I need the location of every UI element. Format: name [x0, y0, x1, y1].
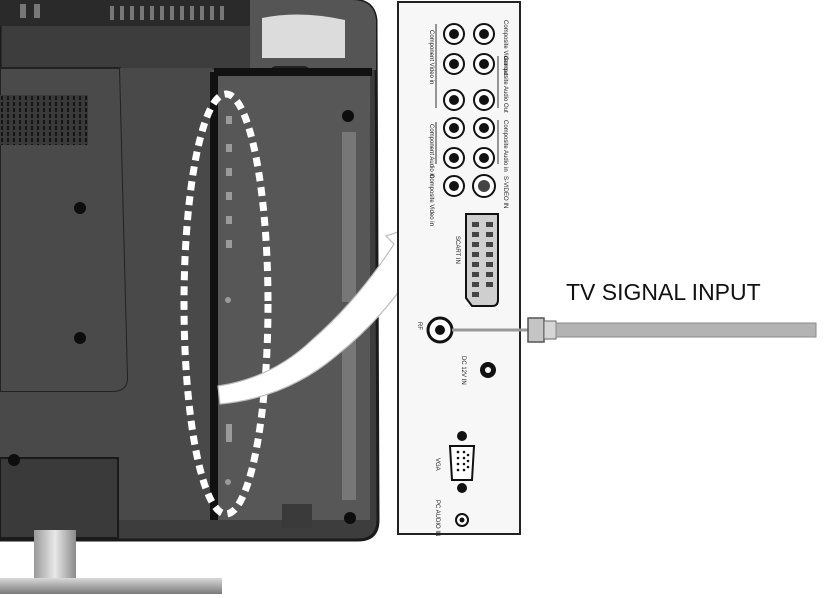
- label-composite-video-out: Composite Video out: [502, 20, 508, 76]
- center-panel: [0, 68, 212, 520]
- label-dc-in: DC 12V IN: [460, 356, 466, 385]
- tv-back: [0, 0, 380, 594]
- label-scart-in: SCART IN: [454, 236, 460, 264]
- vent-grille-left: [0, 95, 88, 145]
- stand-base: [0, 578, 222, 594]
- scart-connector: [465, 213, 499, 307]
- label-composite-audio-in: Composite Audio in: [502, 120, 508, 172]
- antenna-cable: [452, 317, 817, 343]
- bay-slot-upper: [342, 132, 356, 302]
- side-connectors: [225, 116, 232, 485]
- label-brackets: [435, 24, 499, 164]
- pc-audio-jack: [455, 513, 469, 527]
- cable-jacket: [555, 322, 817, 338]
- bay-foot: [282, 504, 312, 528]
- tv-signal-input-label: TV SIGNAL INPUT: [566, 279, 761, 305]
- cable-plug-collar: [543, 320, 557, 340]
- vga-port: [448, 431, 476, 493]
- connector-panel: Composite Video out Composite Audio Out …: [397, 1, 521, 536]
- label-component-video-in: Component Video in: [428, 30, 434, 84]
- cable-plug: [527, 317, 545, 343]
- label-component-audio-in: Component Audio in: [428, 124, 434, 178]
- stand-neck: [34, 530, 76, 582]
- label-vga: VGA: [434, 458, 440, 471]
- connector-bay: [212, 70, 370, 520]
- lower-left-block: [0, 457, 119, 539]
- dc-jack: [480, 362, 496, 378]
- label-svideo-in: S-VIDEO IN: [502, 176, 508, 208]
- top-rim: [0, 0, 250, 26]
- label-composite-video-in: Composite Video in: [428, 174, 434, 226]
- label-rf: RF: [416, 322, 422, 330]
- handle-highlight: [262, 14, 345, 59]
- label-pc-audio-in: PC AUDIO IN: [434, 500, 440, 536]
- label-composite-audio-out: Composite Audio Out: [502, 56, 508, 113]
- top-vent-slots: [20, 4, 224, 20]
- svideo-jack: [472, 174, 496, 198]
- rf-antenna-input: [426, 316, 454, 344]
- highlight-ellipse: [180, 90, 272, 518]
- bay-slot-lower: [342, 340, 356, 500]
